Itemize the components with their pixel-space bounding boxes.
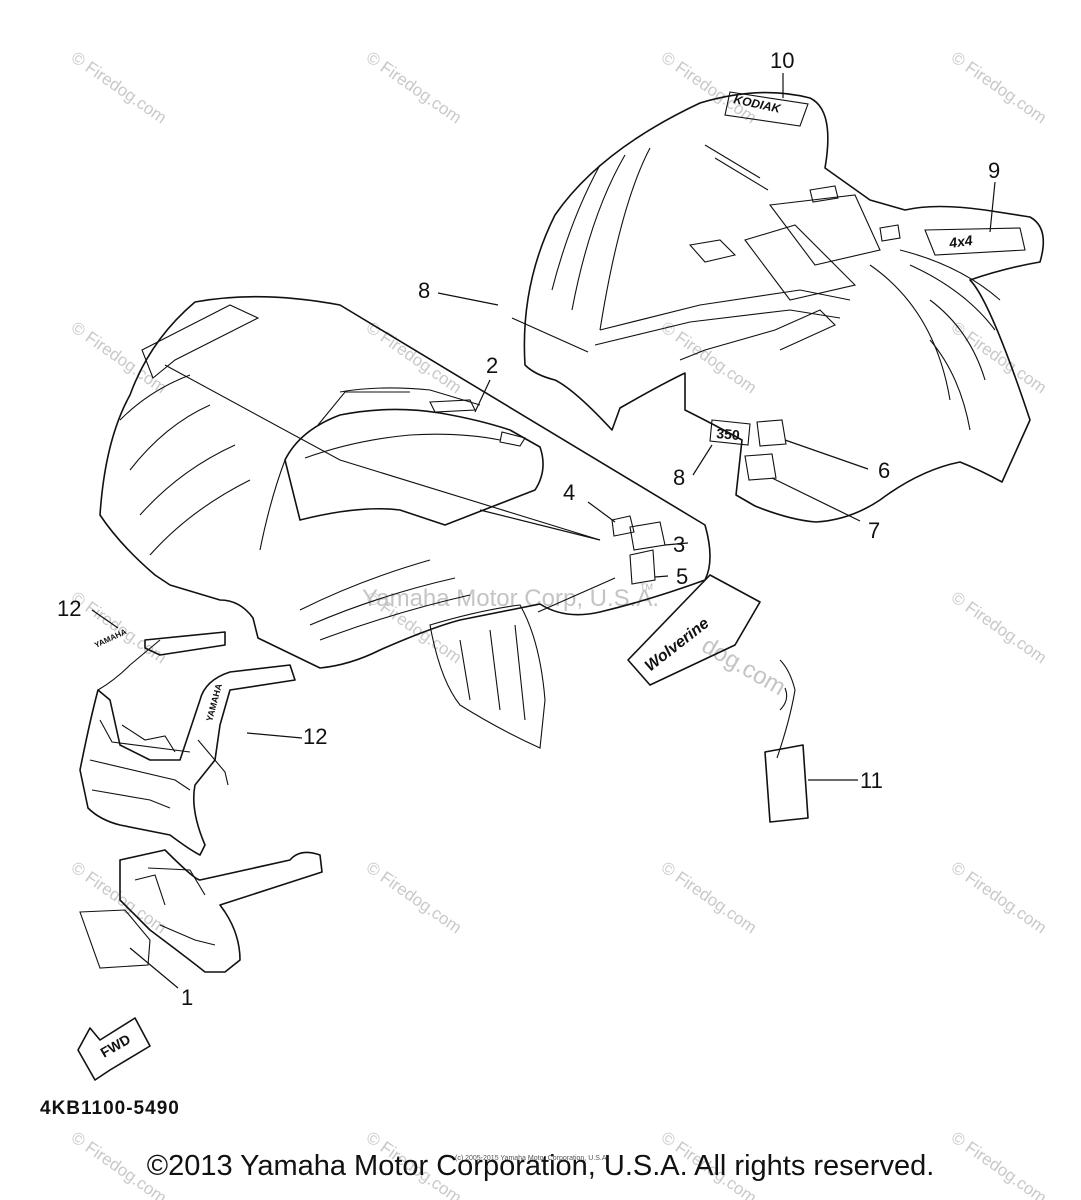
watermark-text: © Firedog.com: [68, 48, 170, 128]
watermark-text: © Firedog.com: [948, 858, 1050, 938]
front-panel: [79, 849, 323, 973]
callout-2: 2: [486, 353, 498, 378]
callout-layer: 10 9 8 2 8 6 7 4 3 5 12 12 11 1: [57, 48, 1000, 1010]
callout-8-upper: 8: [418, 278, 430, 303]
bumper-yamaha-decal: YAMAHA: [204, 682, 224, 722]
small-notice: (c) 2005-2015 Yamaha Motor Corporation, …: [455, 1155, 608, 1162]
callout-11: 11: [860, 768, 883, 793]
watermark-text: © Firedog.com: [658, 318, 760, 398]
fwd-arrow: FWD: [77, 1017, 151, 1081]
watermark-diagonal: dog.com: [697, 632, 790, 701]
rear-350-decal: 350: [716, 425, 741, 443]
callout-9: 9: [988, 158, 1000, 183]
watermark-text: © Firedog.com: [948, 588, 1050, 668]
watermark-text: © Firedog.com: [68, 588, 170, 668]
watermark-text: © Firedog.com: [68, 318, 170, 398]
watermark-layer: © Firedog.com © Firedog.com © Firedog.co…: [68, 48, 1050, 1200]
callout-12-lower: 12: [303, 724, 327, 749]
part-number: 4KB1100-5490: [40, 1098, 180, 1119]
callout-1: 1: [181, 985, 193, 1010]
small-decals: [611, 515, 666, 585]
watermark-text: © Firedog.com: [363, 48, 465, 128]
watermark-text: © Firedog.com: [68, 858, 170, 938]
decal-9-text: 4x4: [947, 232, 974, 251]
warning-tag: [764, 659, 809, 823]
callout-4: 4: [563, 480, 575, 505]
callout-6: 6: [878, 458, 890, 483]
watermark-text: © Firedog.com: [658, 858, 760, 938]
front-bumper: YAMAHA YAMAHA: [79, 627, 296, 856]
watermark-tm: TM: [640, 582, 653, 592]
watermark-text: © Firedog.com: [363, 858, 465, 938]
leader-lines: [91, 73, 996, 989]
callout-3: 3: [673, 532, 685, 557]
fwd-arrow-text: FWD: [98, 1031, 134, 1061]
front-fender: [99, 295, 711, 749]
callout-5: 5: [676, 564, 688, 589]
callout-10: 10: [770, 48, 794, 73]
callout-8-lower: 8: [673, 465, 685, 490]
watermark-text: © Firedog.com: [363, 318, 465, 398]
callout-7: 7: [868, 518, 880, 543]
copyright-notice: ©2013 Yamaha Motor Corporation, U.S.A. A…: [146, 1150, 935, 1182]
watermark-text: © Firedog.com: [948, 318, 1050, 398]
callout-12-upper: 12: [57, 596, 81, 621]
rear-fender: KODIAK 4x4 350: [523, 91, 1045, 523]
watermark-text: © Firedog.com: [948, 48, 1050, 128]
watermark-text: © Firedog.com: [658, 48, 760, 128]
